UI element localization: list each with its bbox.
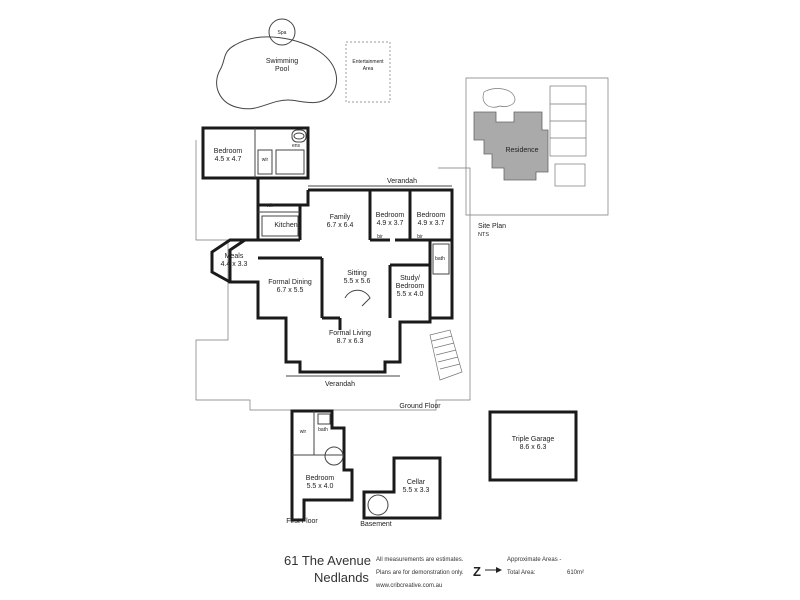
formal-living-name: Formal Living: [329, 330, 371, 337]
spa: [268, 18, 296, 46]
external-stairs: [429, 329, 463, 381]
areas-heading: Approximate Areas -: [507, 557, 561, 563]
first-floor-label: First Floor: [286, 518, 318, 525]
meals-name: Meals: [225, 253, 244, 260]
site-plan: Residence Site Plan NTS: [465, 77, 609, 238]
bedroom-nw-size: 4.5 x 4.7: [215, 156, 242, 163]
site-boundary: [465, 77, 609, 216]
cellar-name: Cellar: [407, 479, 426, 486]
bir-label-2: bir: [417, 234, 423, 240]
formal-dining-name: Formal Dining: [268, 279, 312, 286]
garage-name: Triple Garage: [512, 436, 555, 443]
address-line-1: 61 The Avenue: [284, 553, 371, 568]
svg-text:Z: Z: [473, 564, 481, 579]
bir-label-1: bir: [377, 234, 383, 240]
entertainment-label-2: Area: [363, 66, 374, 72]
total-area-label: Total Area:: [507, 570, 536, 576]
site-residence-label: Residence: [505, 147, 538, 154]
bedroom-nw-walls: [201, 126, 310, 180]
spa-label: Spa: [278, 30, 287, 36]
formal-living-size: 8.7 x 6.3: [337, 338, 364, 345]
note-measurements: All measurements are estimates.: [376, 557, 464, 563]
family-size: 6.7 x 6.4: [327, 222, 354, 229]
garage-size: 8.6 x 6.3: [520, 444, 547, 451]
sitting-name: Sitting: [347, 270, 367, 277]
bedroom-mid-size: 4.9 x 3.7: [377, 220, 404, 227]
bedroom-east-name: Bedroom: [417, 212, 446, 219]
note-website: www.cribcreative.com.au: [375, 583, 442, 589]
pool-label-2: Pool: [275, 66, 289, 73]
study-size: 5.5 x 4.0: [397, 291, 424, 298]
wir-label: wir: [262, 157, 269, 163]
ens-label: ens: [292, 143, 301, 149]
address-line-2: Nedlands: [314, 570, 369, 585]
site-pool: [482, 88, 516, 108]
wir-label-2: wir: [267, 203, 274, 209]
triple-garage: Triple Garage 8.6 x 6.3: [488, 410, 578, 482]
pool-label: Swimming: [266, 58, 298, 65]
entertainment-area: [345, 41, 391, 103]
north-arrow-icon: Z: [473, 564, 502, 579]
ground-walls: [228, 188, 454, 374]
bedroom-mid-name: Bedroom: [376, 212, 405, 219]
family-name: Family: [330, 214, 351, 221]
outdoor-area: Spa Swimming Pool Entertainment Area: [216, 18, 391, 110]
bath-label: bath: [435, 256, 445, 262]
swimming-pool: [216, 36, 338, 110]
footer: 61 The Avenue Nedlands All measurements …: [284, 553, 584, 589]
verandah-bottom-label: Verandah: [325, 381, 355, 388]
site-residence: [473, 111, 549, 181]
verandah-top-label: Verandah: [387, 178, 417, 185]
kitchen-name: Kitchen: [274, 222, 297, 229]
cellar-size: 5.5 x 3.3: [403, 487, 430, 494]
ground-floor-label: Ground Floor: [399, 403, 441, 410]
sitting-size: 5.5 x 5.6: [344, 278, 371, 285]
bedroom-east-size: 4.9 x 3.7: [418, 220, 445, 227]
bedroom-nw-name: Bedroom: [214, 148, 243, 155]
wir-label-3: wir: [300, 429, 307, 435]
basement-label: Basement: [360, 521, 392, 528]
site-plan-title: Site Plan: [478, 223, 506, 230]
first-floor: wir bath Bedroom 5.5 x 4.0 First Floor: [286, 409, 354, 525]
formal-dining-size: 6.7 x 5.5: [277, 287, 304, 294]
ground-floor: Bedroom 4.5 x 4.7 ens wir Verandah Famil…: [195, 126, 471, 411]
bedroom-first-name: Bedroom: [306, 475, 335, 482]
bedroom-first-size: 5.5 x 4.0: [307, 483, 334, 490]
basement: Cellar 5.5 x 3.3 Basement: [360, 456, 442, 528]
study-name-2: Bedroom: [396, 283, 425, 290]
site-plan-scale: NTS: [478, 232, 489, 238]
entertainment-label: Entertainment: [352, 59, 384, 65]
total-area-value: 610m²: [567, 570, 584, 576]
site-garage: [554, 163, 586, 187]
study-name-1: Study/: [400, 275, 420, 282]
note-demonstration: Plans are for demonstration only.: [376, 570, 464, 576]
meals-size: 4.4 x 3.3: [221, 261, 248, 268]
bath-label-2: bath: [318, 427, 328, 433]
